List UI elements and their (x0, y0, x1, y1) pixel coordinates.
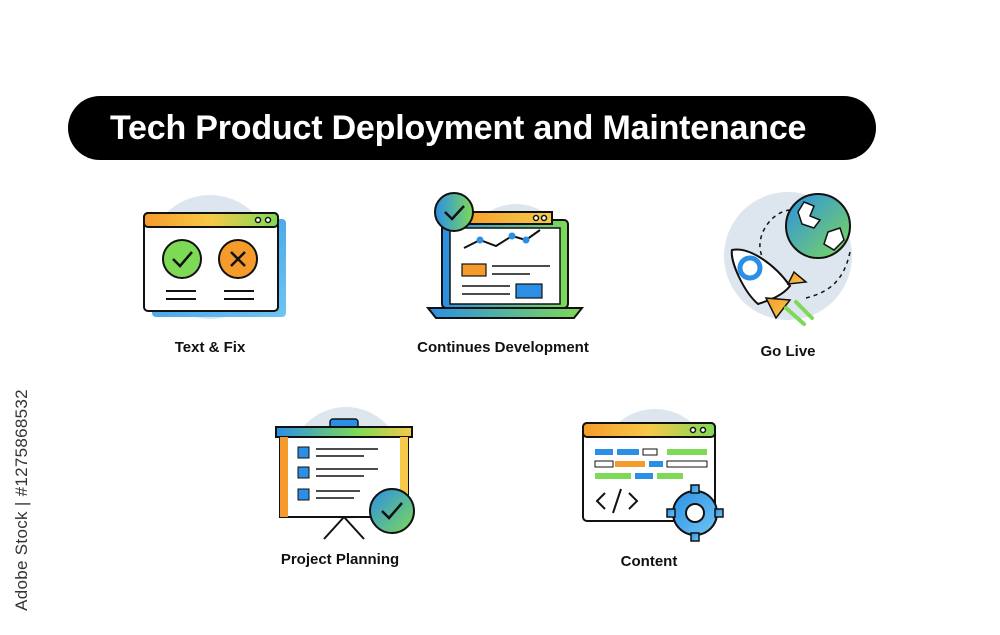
title-banner: Tech Product Deployment and Maintenance (68, 96, 876, 160)
item-project-planning: Project Planning (268, 405, 428, 575)
stock-id-label: Adobe Stock | #1275868532 (12, 389, 31, 611)
stock-id-text: Adobe Stock | #1275868532 (10, 389, 34, 611)
item-text-fix: Text & Fix (130, 195, 300, 365)
page-title: Tech Product Deployment and Maintenance (110, 108, 807, 147)
item-content: Content (575, 405, 735, 575)
code-window-gear-icon (582, 409, 724, 542)
item-continues-development: Continues Development (417, 192, 600, 362)
item-label: Content (620, 553, 678, 570)
laptop-analytics-icon (425, 192, 585, 319)
browser-check-cross-icon (143, 195, 286, 319)
item-label: Project Planning (280, 551, 400, 568)
item-label: Go Live (760, 343, 816, 360)
item-label: Text & Fix (174, 339, 246, 356)
item-label: Continues Development (417, 339, 589, 356)
rocket-globe-icon (724, 192, 852, 326)
presentation-board-icon (275, 407, 415, 540)
item-go-live: Go Live (710, 188, 870, 363)
